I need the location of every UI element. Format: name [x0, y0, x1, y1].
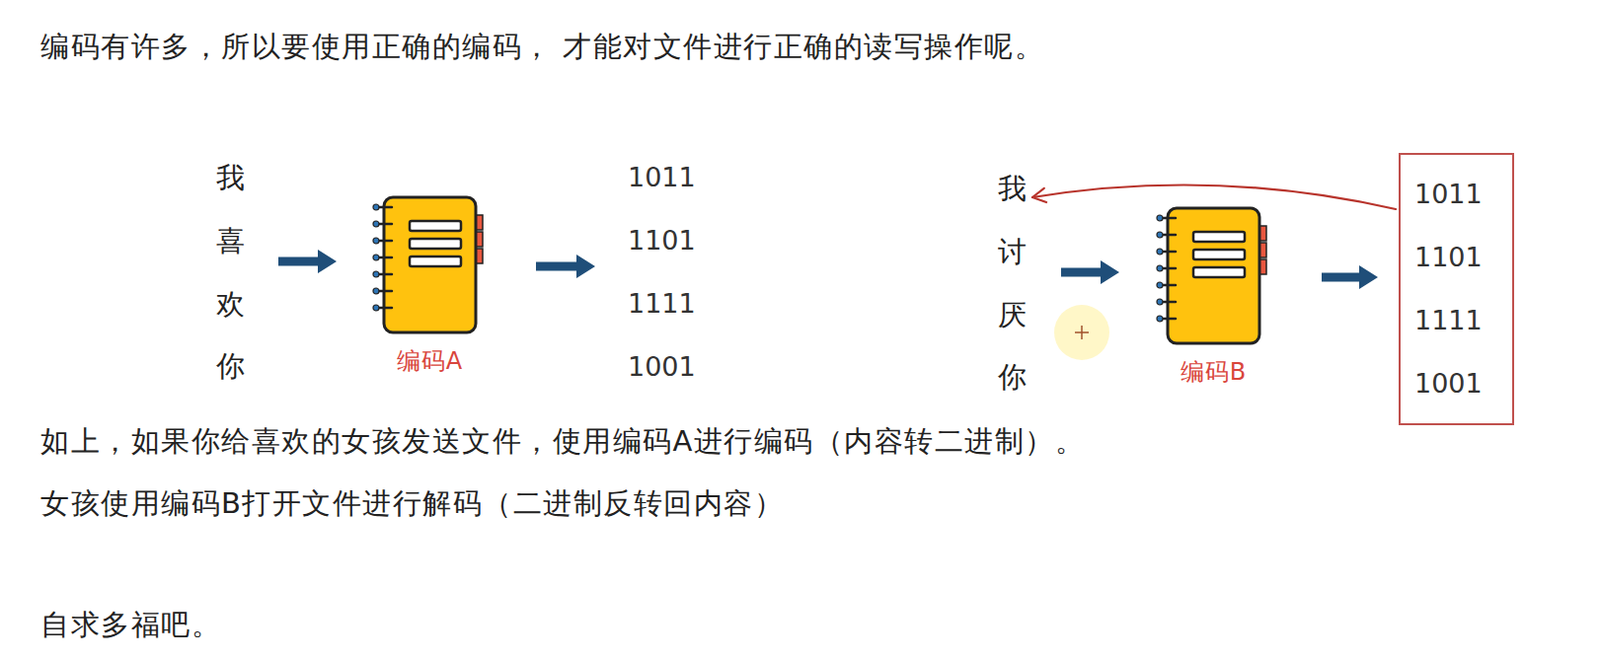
notebook-ring-end [1156, 215, 1163, 222]
arrow-head [1032, 188, 1047, 203]
flow-arrow [1061, 260, 1120, 285]
notebook-ring-end [1156, 248, 1163, 255]
notebook-ring-end [1156, 315, 1163, 322]
notebook-ring-end [1156, 299, 1163, 305]
notebook-ring-end [1156, 282, 1163, 289]
notebook-ring-end [1156, 265, 1163, 272]
flow-arrow [535, 254, 596, 279]
binary-box: 1011 1101 1111 1001 [1398, 152, 1515, 426]
cursor-halo [1054, 304, 1110, 361]
notebook-icon [372, 193, 488, 337]
notebook-ring-end [373, 237, 380, 244]
notebook-line [1193, 231, 1245, 242]
notebook-cover [383, 197, 476, 333]
notebook-cover [1167, 208, 1260, 344]
notebook-line [409, 221, 461, 231]
notebook-icon [1155, 204, 1272, 348]
flow-arrow [278, 249, 337, 274]
binary-text: 1011 1101 1111 1001 [627, 146, 696, 399]
notebook-ring-end [373, 204, 380, 211]
notebook-ring-end [373, 288, 380, 295]
notebook-ring-end [373, 254, 380, 261]
encoding-book: 编码B [1155, 204, 1272, 387]
vertical-text: 我喜欢你 [216, 147, 245, 399]
note-text: 如上，如果你给喜欢的女孩发送文件，使用编码A进行编码（内容转二进制）。 [40, 424, 1085, 458]
decode-curve [1032, 185, 1396, 211]
notebook-line [409, 238, 461, 249]
flow-arrow [1321, 265, 1378, 290]
notebook-line [409, 256, 461, 267]
encoding-name: 编码A [372, 346, 488, 377]
cursor-cross [1074, 325, 1089, 340]
notebook-ring-end [373, 304, 380, 311]
notebook-line [1193, 267, 1245, 278]
notebook-ring-end [373, 221, 380, 228]
text-column: 我讨厌你 [997, 157, 1027, 410]
notebook-line [1193, 249, 1245, 260]
encoding-name: 编码B [1155, 357, 1272, 387]
note-text: 自求多福吧。 [40, 608, 222, 642]
encoding-book: 编码A [372, 193, 488, 377]
notebook-ring-end [1156, 231, 1163, 238]
decode-arrow [1032, 185, 1396, 211]
vertical-text: 我讨厌你 [997, 157, 1027, 410]
text-column: 我喜欢你 [216, 147, 245, 399]
binary-column: 1011 1101 1111 1001 [627, 146, 696, 399]
binary-text: 1011 1101 1111 1001 [1414, 162, 1483, 416]
notebook-ring-end [373, 271, 380, 278]
note-text: 编码有许多，所以要使用正确的编码， 才能对文件进行正确的读写操作呢。 [40, 29, 1045, 64]
note-text: 女孩使用编码B打开文件进行解码（二进制反转回内容） [40, 486, 784, 521]
